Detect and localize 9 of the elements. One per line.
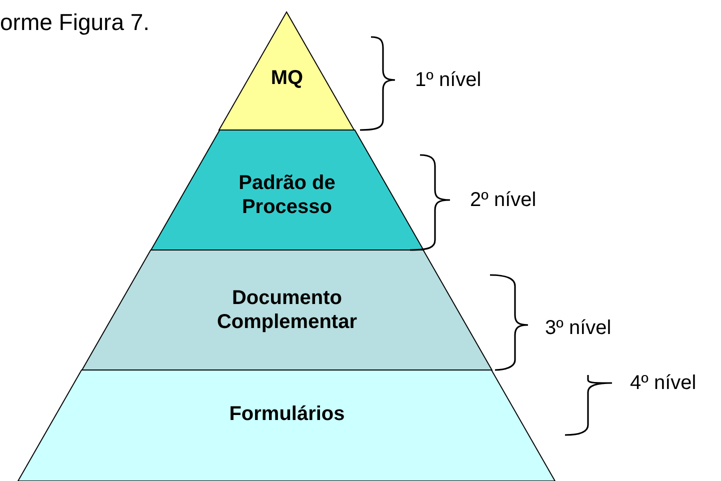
level-label: 4º nível (630, 371, 696, 395)
level-title: Documento Complementar (216, 286, 358, 334)
level-label: 2º nível (470, 188, 536, 212)
level-title: Padrão de Processo (238, 171, 336, 219)
caption-text: orme Figura 7. (0, 8, 150, 36)
level-title: Formulários (229, 402, 345, 426)
level-title: MQ (270, 66, 304, 90)
level-label: 1º nível (415, 68, 482, 92)
level-label: 3º nível (545, 316, 612, 340)
